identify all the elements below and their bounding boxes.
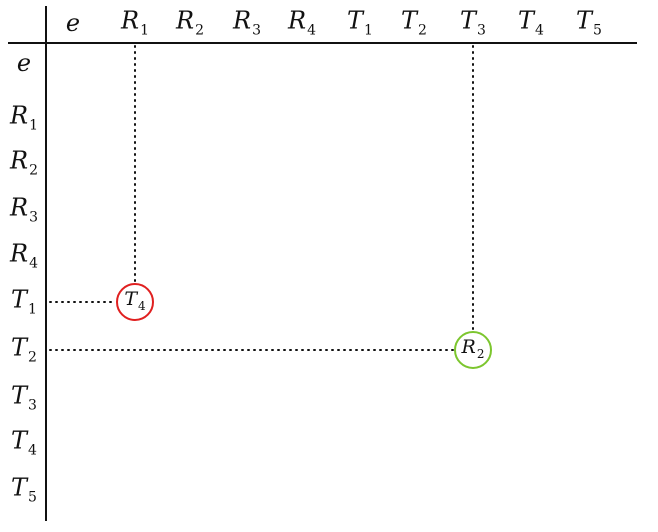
dotted-guides xyxy=(49,45,474,351)
column-header-t5-base: T xyxy=(576,6,593,35)
row-header-t1-subscript: 1 xyxy=(28,301,37,318)
row-header-t4: T4 xyxy=(11,429,37,458)
row-header-t1-base: T xyxy=(11,285,28,314)
row-header-t4-base: T xyxy=(11,426,28,455)
row-header-t2-base: T xyxy=(11,333,28,362)
column-header-t3-subscript: 3 xyxy=(477,22,486,39)
row-header-r4: R4 xyxy=(10,242,38,271)
row-header-t3: T3 xyxy=(11,384,37,413)
column-header-r2: R2 xyxy=(176,9,204,38)
column-header-t1-base: T xyxy=(347,6,364,35)
column-header-r3-subscript: 3 xyxy=(252,22,261,39)
highlighted-cell-r2-base: R xyxy=(461,336,476,358)
column-header-t4-subscript: 4 xyxy=(535,22,544,39)
column-header-t3: T3 xyxy=(460,9,486,38)
highlighted-cell-r2: R2 xyxy=(461,336,485,361)
highlight-circle xyxy=(454,331,492,369)
row-header-t1: T1 xyxy=(11,288,37,317)
row-header-r2-base: R xyxy=(10,146,29,175)
row-header-t4-subscript: 4 xyxy=(28,442,37,459)
column-header-e: e xyxy=(66,11,80,35)
row-header-r2-subscript: 2 xyxy=(29,162,38,179)
column-header-t1: T1 xyxy=(347,9,373,38)
column-header-r4-base: R xyxy=(288,6,307,35)
row-header-r1-base: R xyxy=(10,101,29,130)
column-header-t4: T4 xyxy=(518,9,544,38)
column-header-r1-base: R xyxy=(121,6,140,35)
column-header-r1: R1 xyxy=(121,9,149,38)
column-header-r2-subscript: 2 xyxy=(195,22,204,39)
highlighted-cell-t4-subscript: 4 xyxy=(138,299,146,313)
row-header-r1-subscript: 1 xyxy=(29,117,38,134)
highlighted-cell-t4: T4 xyxy=(124,288,146,313)
row-header-r3-subscript: 3 xyxy=(29,209,38,226)
row-header-r4-base: R xyxy=(10,239,29,268)
column-header-t1-subscript: 1 xyxy=(364,22,373,39)
row-header-e: e xyxy=(17,51,31,75)
row-header-t5: T5 xyxy=(11,476,37,505)
column-header-t2-subscript: 2 xyxy=(418,22,427,39)
highlighted-cell-t4-base: T xyxy=(124,288,138,310)
column-header-r3: R3 xyxy=(233,9,261,38)
highlight-circles xyxy=(116,283,492,369)
row-header-t2: T2 xyxy=(11,336,37,365)
row-header-t5-base: T xyxy=(11,473,28,502)
column-header-r2-base: R xyxy=(176,6,195,35)
highlight-circle xyxy=(116,283,154,321)
row-header-r2: R2 xyxy=(10,149,38,178)
column-header-t5: T5 xyxy=(576,9,602,38)
column-header-r3-base: R xyxy=(233,6,252,35)
column-header-r4-subscript: 4 xyxy=(307,22,316,39)
column-header-r1-subscript: 1 xyxy=(140,22,149,39)
row-header-r1: R1 xyxy=(10,104,38,133)
row-header-r3-base: R xyxy=(10,193,29,222)
column-header-t3-base: T xyxy=(460,6,477,35)
row-header-e-base: e xyxy=(16,49,32,77)
column-header-r4: R4 xyxy=(288,9,316,38)
row-header-t5-subscript: 5 xyxy=(28,489,37,506)
highlighted-cell-r2-subscript: 2 xyxy=(476,347,485,361)
row-header-t3-base: T xyxy=(11,381,28,410)
column-header-t5-subscript: 5 xyxy=(593,22,602,39)
row-header-t2-subscript: 2 xyxy=(28,349,37,366)
column-header-t4-base: T xyxy=(518,6,535,35)
column-header-t2: T2 xyxy=(401,9,427,38)
row-header-r3: R3 xyxy=(10,196,38,225)
row-header-t3-subscript: 3 xyxy=(28,397,37,414)
row-header-r4-subscript: 4 xyxy=(29,255,38,272)
column-header-e-base: e xyxy=(65,9,81,37)
column-header-t2-base: T xyxy=(401,6,418,35)
